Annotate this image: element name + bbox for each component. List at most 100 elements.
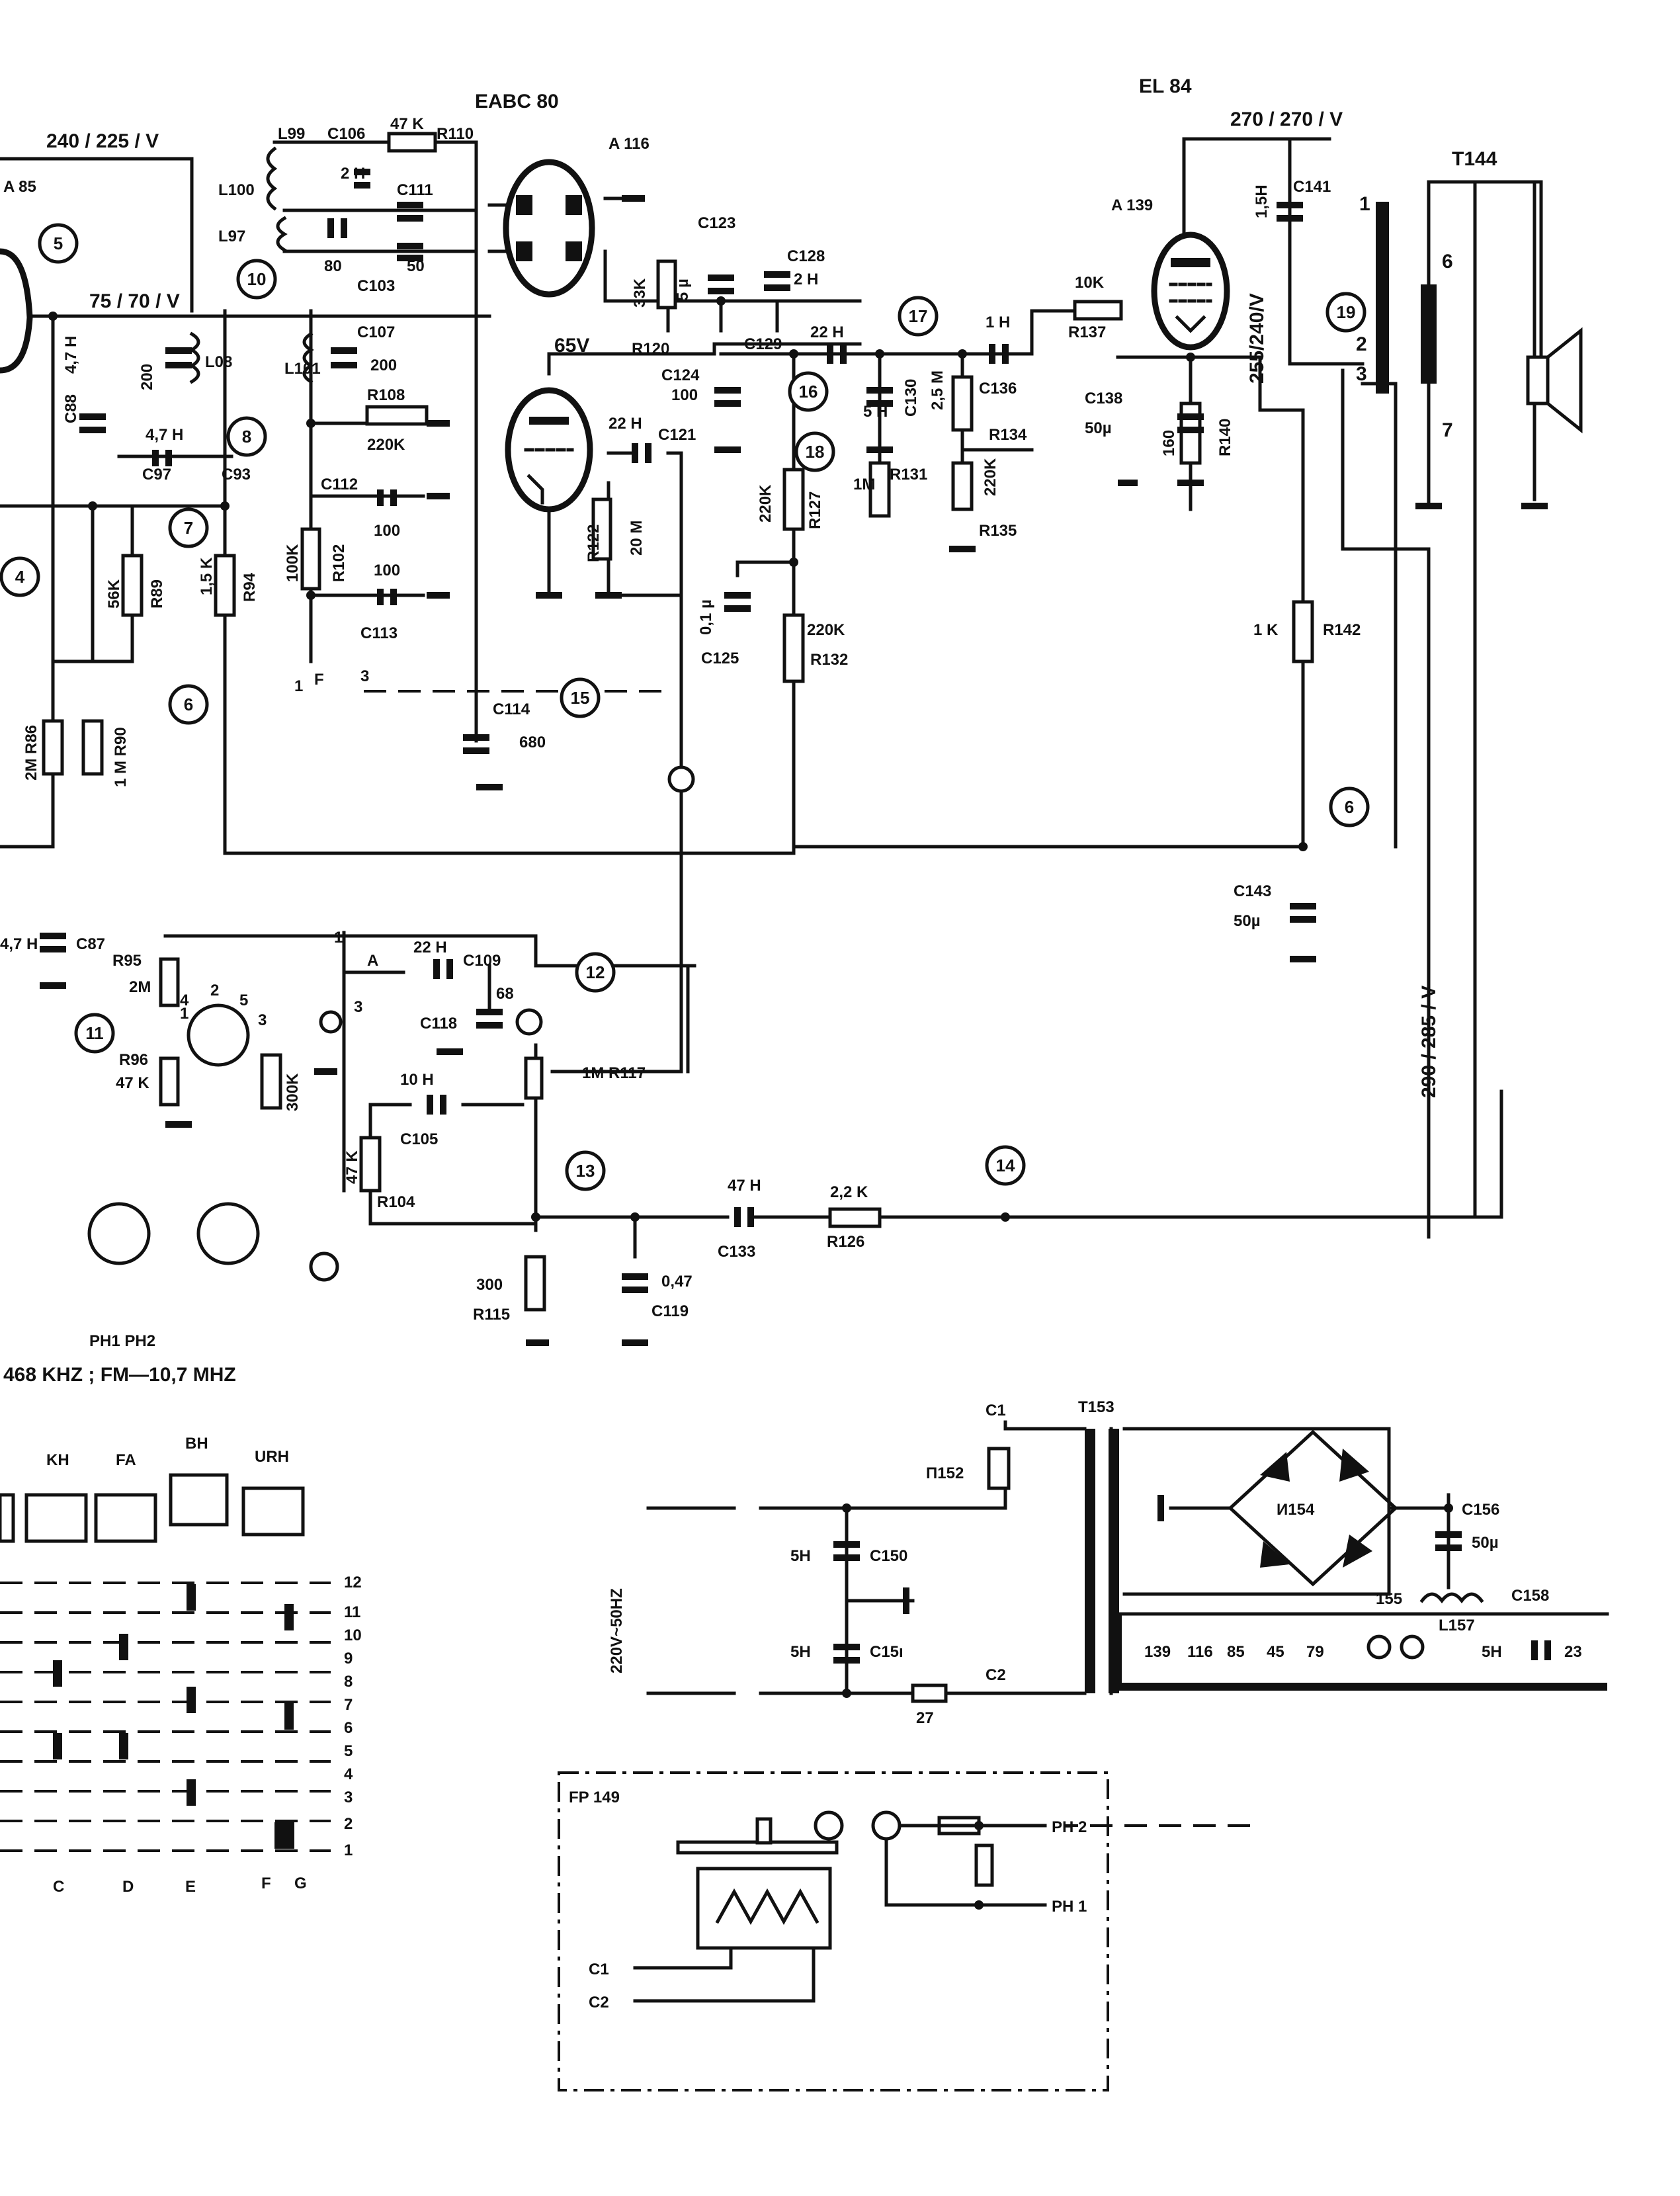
label-col-d: D (122, 1878, 134, 1896)
svg-text:7: 7 (344, 1696, 353, 1714)
svg-text:10K: 10K (1075, 274, 1105, 292)
label-voltage-left: 240 / 225 / V (46, 130, 159, 152)
svg-text:R115: R115 (473, 1306, 510, 1324)
resistor-r104 (359, 1136, 382, 1193)
svg-text:27: 27 (916, 1709, 934, 1727)
button-kh (24, 1493, 88, 1543)
label-t144: T144 (1452, 148, 1497, 170)
svg-text:1: 1 (344, 1841, 353, 1859)
svg-text:2: 2 (210, 982, 219, 999)
svg-text:9: 9 (344, 1650, 353, 1668)
node-10: 10 (247, 269, 267, 289)
svg-text:R142: R142 (1323, 621, 1361, 639)
svg-text:R108: R108 (367, 386, 405, 404)
svg-text:R95: R95 (112, 952, 142, 970)
svg-text:L99: L99 (278, 125, 305, 143)
ground-marks (40, 195, 1548, 1614)
svg-text:4: 4 (180, 992, 189, 1009)
svg-text:R140: R140 (1216, 419, 1234, 456)
label-freq-note: 468 KHZ ; FM—10,7 MHZ (3, 1364, 236, 1386)
resistor-r96 (159, 1056, 180, 1107)
svg-text:C109: C109 (463, 952, 501, 970)
svg-text:C107: C107 (357, 323, 395, 341)
band-buttons (0, 1473, 305, 1543)
label-btn-kh: KH (46, 1451, 69, 1469)
svg-text:4: 4 (344, 1765, 353, 1783)
svg-text:5H: 5H (790, 1547, 811, 1565)
svg-text:4,7 H: 4,7 H (0, 935, 38, 953)
svg-text:50µ: 50µ (1234, 912, 1261, 930)
node-7: 7 (184, 518, 193, 538)
svg-text:8: 8 (344, 1673, 353, 1691)
svg-text:80: 80 (324, 257, 342, 275)
svg-text:4,7 H: 4,7 H (146, 426, 183, 444)
svg-text:C150: C150 (870, 1547, 907, 1565)
svg-text:116: 116 (1187, 1643, 1213, 1661)
svg-text:L101: L101 (284, 360, 321, 378)
svg-text:R134: R134 (989, 426, 1027, 444)
svg-text:220K: 220K (807, 621, 845, 639)
svg-text:200: 200 (138, 364, 156, 390)
svg-text:680: 680 (519, 734, 546, 751)
svg-text:C125: C125 (701, 650, 739, 667)
node-6b: 6 (1345, 797, 1354, 817)
label-tube-top: EABC 80 (475, 91, 559, 112)
resistor-r134 (951, 375, 974, 432)
label-voltage-mid: 75 / 70 / V (89, 290, 180, 312)
label-col-g: G (294, 1875, 307, 1892)
svg-text:220K: 220K (367, 436, 405, 454)
svg-text:C106: C106 (327, 125, 365, 143)
svg-text:100: 100 (374, 522, 400, 540)
tube-el84 (1151, 232, 1230, 351)
node-13: 13 (576, 1161, 595, 1181)
junction-dots (48, 296, 1453, 1910)
tube-left-partial (0, 248, 33, 374)
svg-text:1,5 K: 1,5 K (198, 557, 216, 595)
svg-text:R127: R127 (806, 491, 824, 529)
svg-text:200: 200 (370, 357, 397, 374)
svg-text:C112: C112 (321, 476, 358, 493)
svg-text:L157: L157 (1439, 1617, 1475, 1634)
label-col-c: C (53, 1878, 64, 1896)
resistor-r94 (214, 554, 236, 617)
svg-text:C129: C129 (744, 335, 782, 353)
svg-text:2M: 2M (129, 978, 151, 996)
resistor-r122 (591, 497, 612, 561)
svg-text:PH 2: PH 2 (1052, 1818, 1087, 1836)
svg-text:22 H: 22 H (413, 939, 447, 956)
svg-text:R126: R126 (827, 1233, 864, 1251)
svg-text:И154: И154 (1277, 1501, 1315, 1519)
resistor-r142 (1292, 600, 1314, 663)
svg-text:3: 3 (258, 1011, 267, 1029)
node-16: 16 (799, 382, 818, 401)
label-voltage-vert-out: 255/240/V (1246, 293, 1268, 384)
svg-text:5: 5 (344, 1742, 353, 1760)
svg-text:C105: C105 (400, 1130, 438, 1148)
resistor-r108 (365, 405, 429, 426)
svg-text:PH1 PH2: PH1 PH2 (89, 1332, 155, 1350)
svg-text:C138: C138 (1085, 390, 1122, 407)
svg-text:L08: L08 (205, 353, 232, 371)
svg-text:C136: C136 (979, 380, 1017, 398)
label-t-pin3: 3 (1356, 363, 1367, 385)
label-btn-urh: URH (255, 1448, 289, 1466)
svg-text:R135: R135 (979, 522, 1017, 540)
svg-text:100: 100 (671, 386, 698, 404)
svg-text:2 H: 2 H (794, 271, 818, 288)
svg-text:23: 23 (1564, 1643, 1582, 1661)
svg-text:C103: C103 (357, 277, 395, 295)
svg-text:C87: C87 (76, 935, 105, 953)
svg-text:220V~50HZ: 220V~50HZ (608, 1588, 626, 1673)
node-15: 15 (571, 688, 590, 708)
svg-text:FP 149: FP 149 (569, 1789, 620, 1806)
button-urh (241, 1486, 305, 1537)
svg-text:2M R86: 2M R86 (22, 725, 40, 781)
svg-text:10 H: 10 H (400, 1071, 434, 1089)
svg-text:50µ: 50µ (1472, 1534, 1499, 1552)
tube-eabc80 (503, 159, 595, 298)
node-4: 4 (15, 567, 25, 587)
svg-text:220K: 220K (982, 458, 999, 496)
svg-text:C1: C1 (589, 1961, 609, 1978)
node-18: 18 (806, 442, 825, 462)
svg-text:2 H: 2 H (341, 165, 365, 183)
